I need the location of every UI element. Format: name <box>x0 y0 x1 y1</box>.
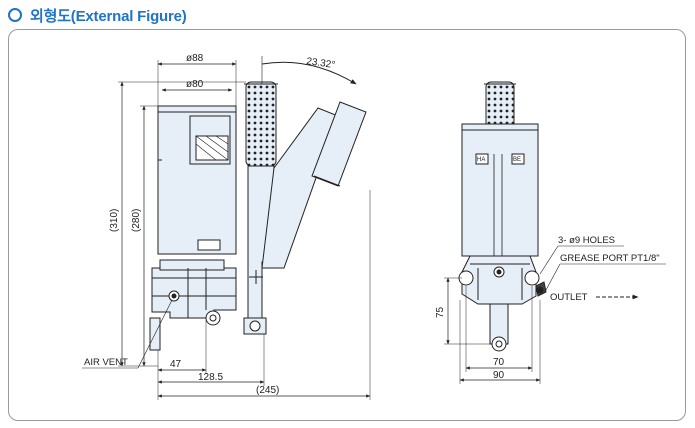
front-view <box>82 56 371 400</box>
dim-height-body: (280) <box>131 209 142 232</box>
side-view-labels: HA BE 3- ø9 HOLES GREASE PORT PT1/8" OUT… <box>435 157 660 381</box>
side-view <box>444 81 666 384</box>
dim-top-outer: ø88 <box>186 53 204 64</box>
dim-angle: 23.32° <box>306 56 336 71</box>
dim-75: 75 <box>435 306 446 318</box>
front-view-labels: ø88 ø80 23.32° (310) (280) 47 128.5 (245… <box>84 53 336 396</box>
pump-base <box>151 267 237 319</box>
air-vent-label: AIR VENT <box>84 357 128 368</box>
dim-47: 47 <box>170 359 182 370</box>
section-title-text: 외형도(External Figure) <box>30 7 187 25</box>
figure-frame <box>8 29 686 421</box>
side-reservoir <box>461 123 539 257</box>
outlet-label: OUTLET <box>550 292 588 303</box>
grease-port-label: GREASE PORT PT1/8" <box>560 253 660 264</box>
section-title: 외형도(External Figure) <box>8 4 187 26</box>
dim-128: 128.5 <box>198 372 223 383</box>
handle-grip-vertical <box>245 81 277 167</box>
dim-height-total: (310) <box>109 209 120 232</box>
dim-top-inner: ø80 <box>186 79 204 90</box>
handle-grip-tilted <box>311 101 367 187</box>
dim-90: 90 <box>493 370 505 381</box>
dim-70: 70 <box>493 357 505 368</box>
label-be: BE <box>513 157 521 163</box>
handle-tilted <box>261 107 339 269</box>
label-ha: HA <box>477 157 485 163</box>
holes-label: 3- ø9 HOLES <box>558 235 615 246</box>
circle-bullet-icon <box>8 8 22 22</box>
dim-245: (245) <box>256 385 279 396</box>
